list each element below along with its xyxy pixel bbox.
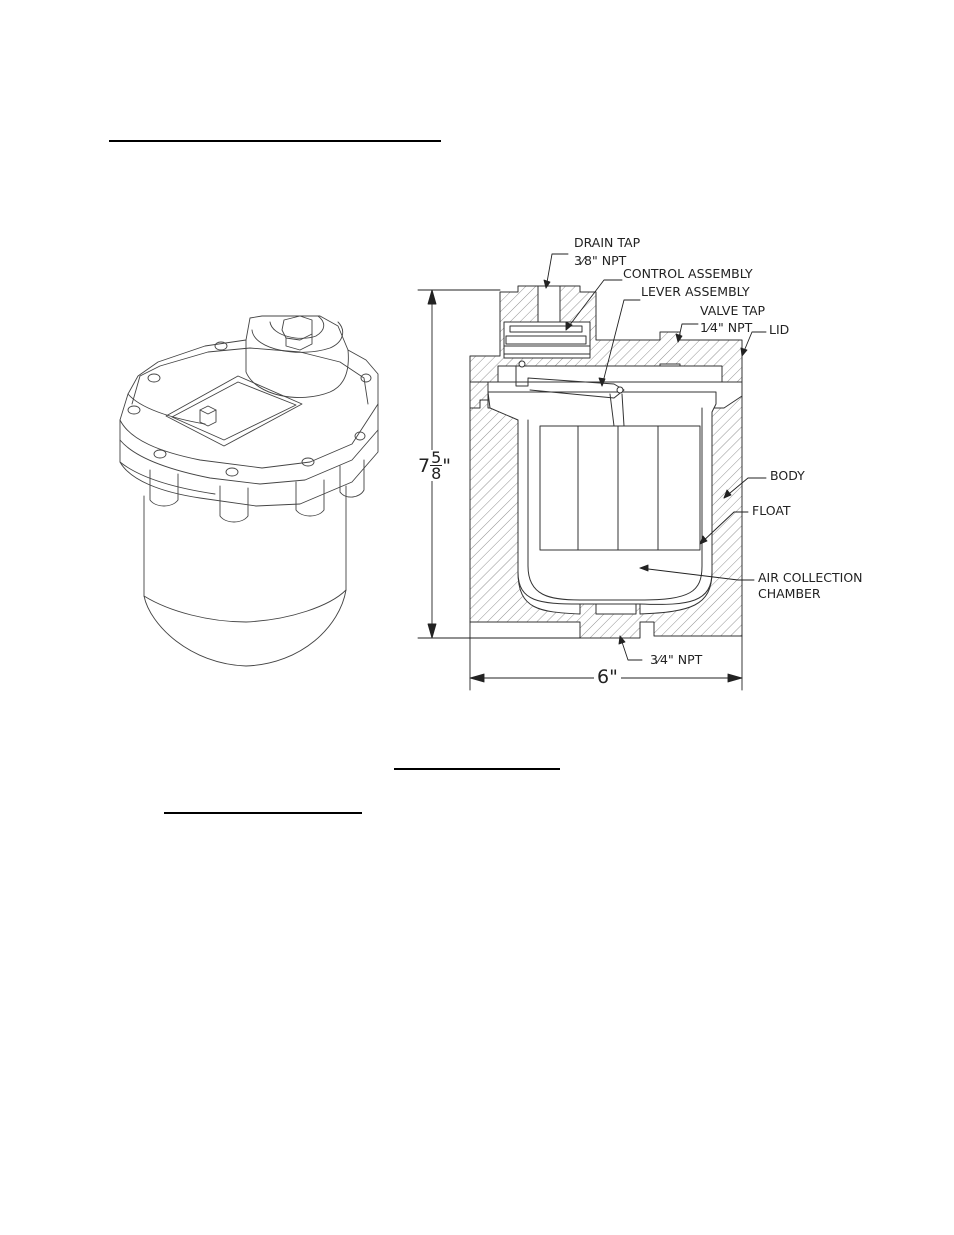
label-drain-tap: DRAIN TAP [574,235,641,250]
label-inlet-size: 3⁄4" NPT [650,652,703,667]
section-underline [164,812,362,814]
label-drain-tap-size: 3⁄8" NPT [574,253,627,268]
height-fraction: 5 8 [430,448,443,483]
section-view [469,285,743,639]
label-valve-tap-size: 1⁄4" NPT [700,320,753,335]
caption-underline [394,768,560,770]
label-air-collection: AIR COLLECTION [758,570,863,585]
height-denominator: 8 [431,464,442,483]
label-lid: LID [769,322,790,337]
width-dimension: 6" [594,667,621,687]
label-lever-assembly: LEVER ASSEMBLY [641,284,750,299]
isometric-view [119,315,379,667]
height-numerator: 5 [430,448,443,467]
label-control-assembly: CONTROL ASSEMBLY [623,266,753,281]
title-underline [109,140,441,142]
label-body: BODY [770,468,805,483]
leader-lines [543,253,767,661]
height-unit: " [442,454,452,477]
height-whole: 7 [418,454,431,477]
label-chamber: CHAMBER [758,586,821,601]
label-valve-tap: VALVE TAP [700,303,766,318]
height-dimension: 7 5 8 " [418,448,452,483]
label-float: FLOAT [752,503,791,518]
